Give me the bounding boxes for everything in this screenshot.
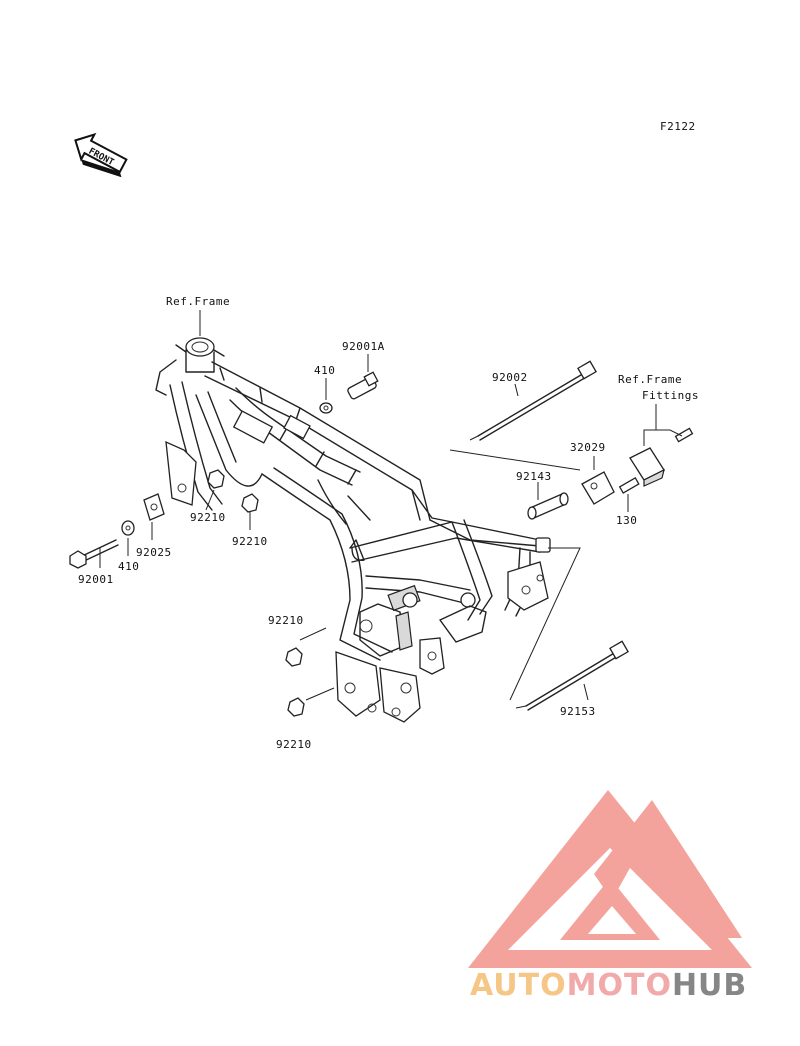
bolt-92153-icon <box>515 640 629 711</box>
bracket-32029-icon <box>581 456 615 505</box>
automotohub-logo: AUTOMOTOHUB <box>468 790 752 1003</box>
diagram-code: F2122 <box>660 120 696 133</box>
nut-92210-a-icon <box>205 469 225 511</box>
part-92001A-label: 92001A <box>342 340 385 353</box>
part-92210-c-label: 92210 <box>268 614 304 627</box>
frame-fitting-icon <box>629 404 694 487</box>
frame-drawing <box>155 337 581 723</box>
nut-92210-d-icon <box>287 687 335 717</box>
logo-triangle-icon <box>468 790 752 968</box>
nut-92210-c-icon <box>285 627 327 667</box>
part-32029-label: 32029 <box>570 441 606 454</box>
plate-92025-icon <box>143 493 165 540</box>
part-92210-a-label: 92210 <box>190 511 226 524</box>
bolt-130-icon <box>618 477 640 512</box>
logo-text-hub: HUB <box>672 968 747 1003</box>
front-arrow-icon: FRONT <box>74 132 128 178</box>
spacer-92143-icon <box>527 482 569 520</box>
logo-text-auto: AUTO <box>470 968 567 1003</box>
part-92210-d-label: 92210 <box>276 738 312 751</box>
part-92143-label: 92143 <box>516 470 552 483</box>
ref-frame-label: Ref.Frame <box>166 295 230 308</box>
part-92153-label: 92153 <box>560 705 596 718</box>
bolt-92001A-icon <box>347 354 379 400</box>
part-92002-label: 92002 <box>492 371 528 384</box>
bolt-92001-icon <box>69 539 119 569</box>
svg-text:AUTOMOTOHUB: AUTOMOTOHUB <box>470 968 747 1003</box>
ref-frame-fittings-label-2: Fittings <box>642 389 699 402</box>
part-410-left-label: 410 <box>118 560 139 573</box>
part-410-top-label: 410 <box>314 364 335 377</box>
logo-text-moto: MOTO <box>567 968 672 1003</box>
nut-92210-b-icon <box>241 493 259 530</box>
ref-frame-fittings-label-1: Ref.Frame <box>618 373 682 386</box>
part-92001-label: 92001 <box>78 573 114 586</box>
bolt-92002-icon <box>469 360 597 441</box>
part-92025-label: 92025 <box>136 546 172 559</box>
part-92210-b-label: 92210 <box>232 535 268 548</box>
part-130-label: 130 <box>616 514 637 527</box>
washer-410-top-icon <box>319 378 333 414</box>
washer-410-left-icon <box>121 520 135 556</box>
